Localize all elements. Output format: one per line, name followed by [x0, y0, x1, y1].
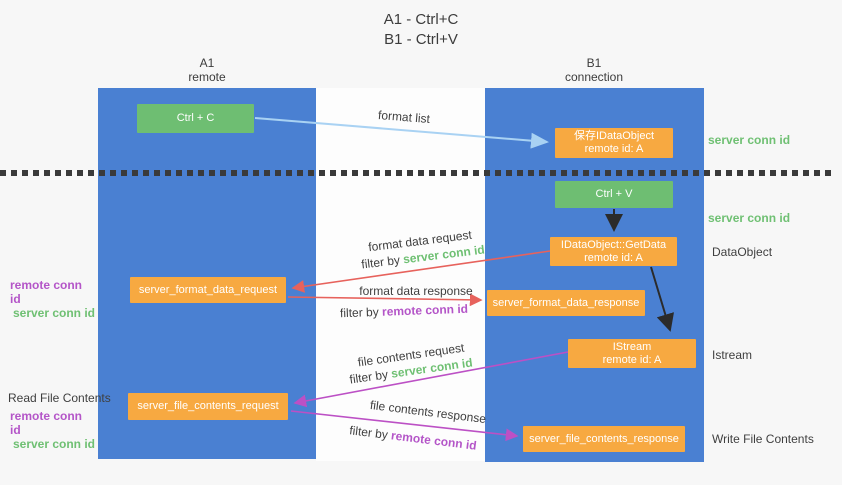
server-conn-id-annotation-mid: server conn id [708, 211, 791, 225]
write-file-contents-annotation: Write File Contents [712, 432, 814, 446]
conn-id-pair-format: remote conn id server conn id [10, 278, 95, 320]
server-conn-id-annotation-top: server conn id [708, 133, 791, 147]
idataobject-getdata-line2: remote id: A [584, 251, 643, 264]
filter-by-text: filter by [339, 304, 383, 321]
read-file-contents-annotation: Read File Contents [8, 391, 111, 405]
server-conn-id-annotation: server conn id [12, 306, 95, 320]
server-format-data-request-node: server_format_data_request [130, 277, 286, 303]
lane-b1-role: connection [564, 70, 624, 84]
server-file-contents-request-node: server_file_contents_request [128, 393, 288, 420]
title-line-1: A1 - Ctrl+C [383, 11, 459, 28]
dotted-separator-line [0, 170, 832, 176]
save-idataobject-line2: remote id: A [584, 143, 644, 155]
ctrl-c-node: Ctrl + C [137, 104, 254, 133]
remote-conn-id-text: remote conn id [381, 301, 469, 319]
idataobject-getdata-line1: IDataObject::GetData [560, 238, 667, 251]
format-data-response-label: format data response [359, 284, 473, 298]
istream-node: IStream remote id: A [568, 339, 696, 368]
remote-conn-id-annotation: remote conn id [10, 409, 83, 437]
istream-line1: IStream [612, 340, 652, 353]
lane-a1-name: A1 [199, 56, 215, 70]
title-line-2: B1 - Ctrl+V [384, 31, 458, 48]
ctrl-v-label: Ctrl + V [595, 188, 633, 200]
save-idataobject-line1: 保存IDataObject [573, 130, 655, 142]
ctrl-v-node: Ctrl + V [555, 181, 673, 208]
server-file-contents-request-label: server_file_contents_request [137, 400, 279, 412]
lane-header-a1: A1 remote [147, 56, 267, 84]
istream-line2: remote id: A [602, 353, 662, 366]
idataobject-getdata-node: IDataObject::GetData remote id: A [550, 237, 677, 266]
server-format-data-response-node: server_format_data_response [487, 290, 645, 316]
lane-a1-role: remote [188, 70, 226, 84]
diagram-title: A1 - Ctrl+C B1 - Ctrl+V [0, 10, 842, 50]
server-format-data-request-label: server_format_data_request [138, 283, 278, 296]
server-format-data-response-label: server_format_data_response [492, 296, 640, 309]
ctrl-c-label: Ctrl + C [176, 112, 215, 124]
lane-header-b1: B1 connection [534, 56, 654, 84]
save-idataobject-node: 保存IDataObject remote id: A [555, 128, 673, 158]
lane-b1-name: B1 [586, 56, 602, 70]
server-file-contents-response-node: server_file_contents_response [523, 426, 685, 452]
istream-annotation: Istream [712, 348, 753, 362]
dataobject-annotation: DataObject [712, 245, 773, 259]
conn-id-pair-file: remote conn id server conn id [10, 409, 95, 451]
server-conn-id-annotation: server conn id [12, 437, 95, 451]
server-file-contents-response-label: server_file_contents_response [529, 432, 679, 445]
remote-conn-id-annotation: remote conn id [10, 278, 83, 306]
